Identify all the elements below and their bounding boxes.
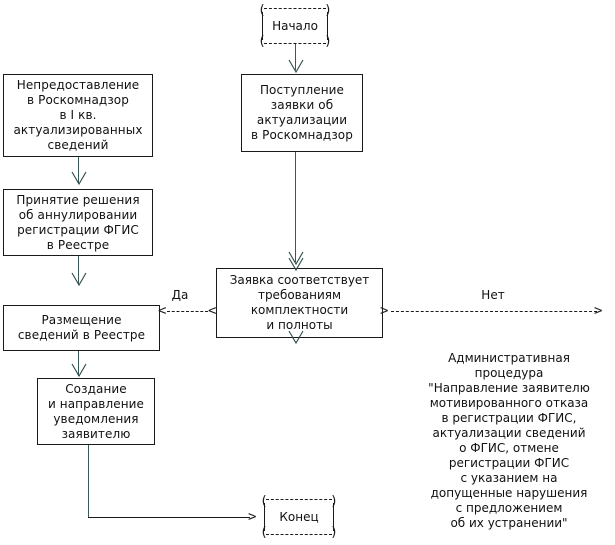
decision-top-notch-icon bbox=[288, 257, 304, 272]
edge-notify-down-segment bbox=[88, 445, 89, 517]
node-annulment[interactable]: Принятие решения об аннулировании регист… bbox=[3, 189, 153, 256]
node-decision[interactable]: Заявка соответствует требованиям комплек… bbox=[216, 268, 383, 338]
terminal-end-top-dash bbox=[266, 499, 332, 500]
arrowhead-publish-to-notify bbox=[71, 363, 87, 378]
terminal-end-right-edge bbox=[333, 503, 334, 531]
node-nonsubmission[interactable]: Непредоставление в Роскомнадзор в I кв. … bbox=[3, 74, 153, 157]
decision-left-connector-icon: < bbox=[208, 303, 217, 319]
terminal-end-left-edge bbox=[264, 503, 265, 531]
node-start[interactable]: ( ) ( ) Начало bbox=[258, 4, 332, 48]
decision-bottom-notch-icon bbox=[288, 330, 304, 345]
terminal-corner-bottom-left: ( bbox=[258, 34, 266, 49]
terminal-corner-bottom-right: ) bbox=[324, 34, 332, 49]
edge-publish-to-notify bbox=[78, 351, 79, 376]
arrowhead-annulment-to-publish bbox=[71, 272, 87, 287]
arrowhead-no-right-icon: > bbox=[594, 303, 603, 319]
decision-right-connector-icon: > bbox=[380, 303, 389, 319]
edge-label-yes: Да bbox=[171, 288, 189, 302]
terminal-corner-top-left: ( bbox=[258, 3, 266, 18]
edge-start-to-intake bbox=[295, 44, 296, 70]
terminal-end-corner-top-right: ) bbox=[330, 494, 338, 509]
edge-label-no: Нет bbox=[481, 288, 505, 302]
arrowhead-nonsubmission-to-annulment bbox=[71, 171, 87, 186]
edge-decision-to-admin-no bbox=[391, 311, 597, 312]
edge-notify-right-segment bbox=[88, 517, 250, 518]
terminal-end-bottom-dash bbox=[266, 534, 332, 535]
arrowhead-intake-to-decision bbox=[288, 251, 304, 266]
node-nonsubmission-label: Непредоставление в Роскомнадзор в I кв. … bbox=[13, 78, 143, 152]
edge-nonsubmission-to-annulment bbox=[78, 157, 79, 183]
node-annulment-label: Принятие решения об аннулировании регист… bbox=[16, 192, 140, 252]
edge-intake-to-decision bbox=[295, 152, 296, 262]
arrowhead-start-to-intake bbox=[288, 59, 304, 74]
annotation-admin-procedure: Административная процедура "Направление … bbox=[403, 336, 615, 531]
node-publish[interactable]: Размещение сведений в Реестре bbox=[3, 305, 160, 351]
terminal-corner-top-right: ) bbox=[324, 3, 332, 18]
node-intake-label: Поступление заявки об актуализации в Рос… bbox=[251, 83, 353, 142]
terminal-bottom-dash bbox=[264, 43, 326, 44]
annotation-admin-procedure-text: Административная процедура "Направление … bbox=[428, 351, 590, 530]
arrowhead-notify-to-end-icon: > bbox=[248, 509, 257, 525]
node-notify[interactable]: Создание и направление уведомления заяви… bbox=[37, 378, 155, 445]
terminal-top-dash bbox=[264, 8, 326, 9]
terminal-left-edge bbox=[262, 12, 263, 40]
node-end-label: Конец bbox=[279, 509, 319, 524]
terminal-end-corner-top-left: ( bbox=[260, 494, 268, 509]
node-decision-label: Заявка соответствует требованиям комплек… bbox=[229, 273, 370, 332]
terminal-right-edge bbox=[327, 12, 328, 40]
node-notify-label: Создание и направление уведомления заяви… bbox=[47, 381, 145, 441]
edge-decision-to-publish-yes bbox=[167, 311, 208, 312]
node-start-label: Начало bbox=[272, 18, 318, 33]
terminal-end-corner-bottom-left: ( bbox=[260, 525, 268, 540]
node-publish-label: Размещение сведений в Реестре bbox=[17, 313, 146, 342]
node-end[interactable]: ( ) ( ) Конец bbox=[260, 495, 338, 539]
terminal-end-corner-bottom-right: ) bbox=[330, 525, 338, 540]
edge-annulment-to-publish bbox=[78, 256, 79, 284]
arrowhead-yes-left-icon: < bbox=[158, 303, 167, 319]
node-intake[interactable]: Поступление заявки об актуализации в Рос… bbox=[241, 74, 363, 152]
